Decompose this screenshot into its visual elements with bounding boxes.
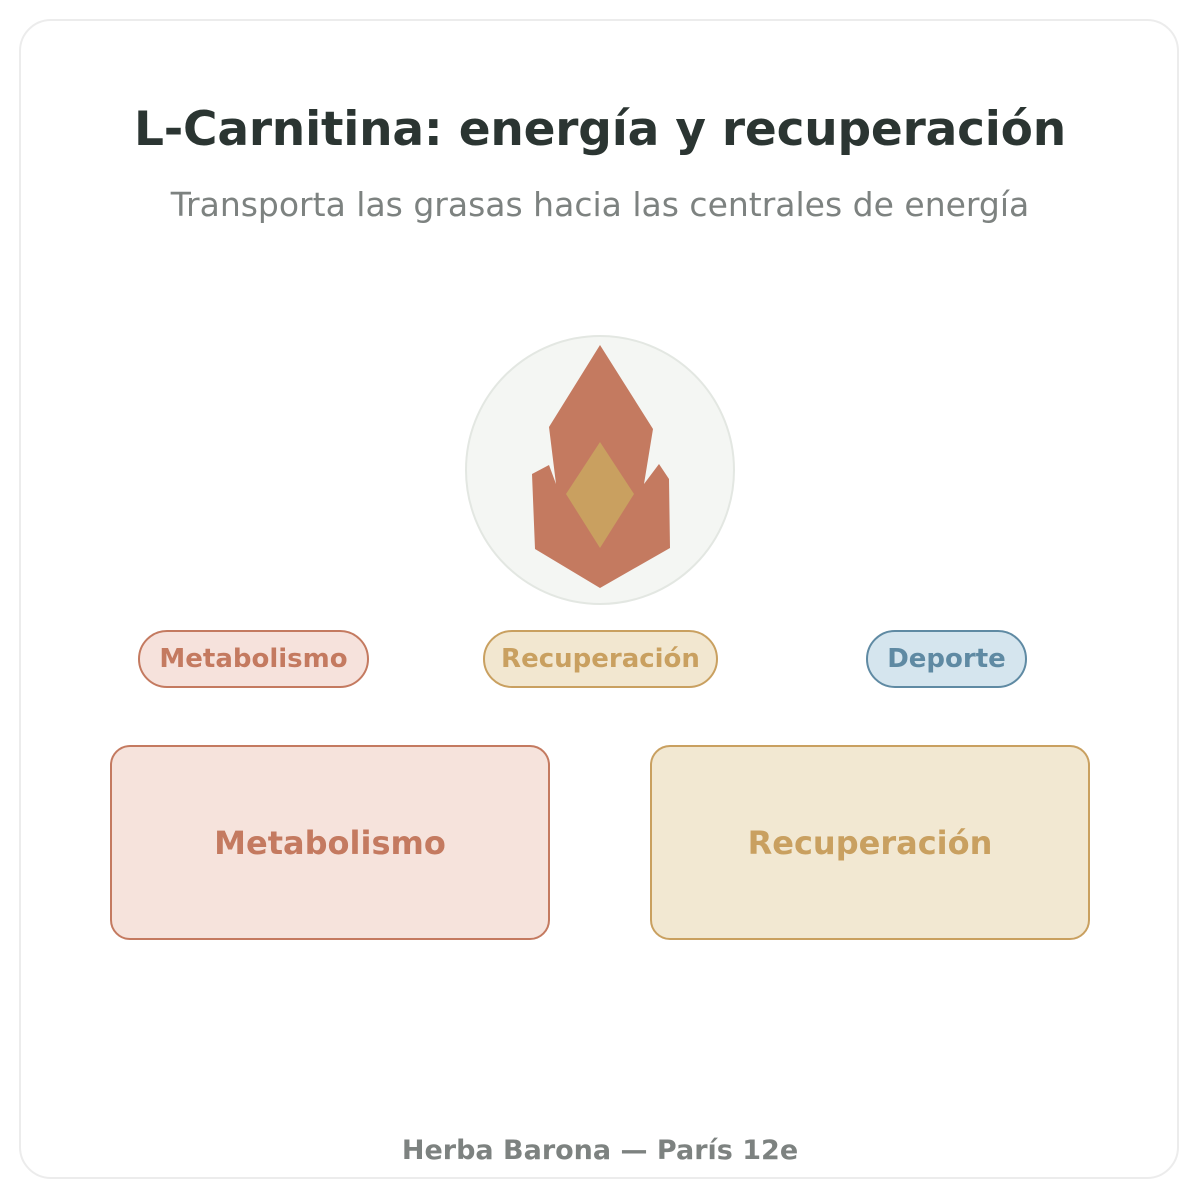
panel-recuperacion: Recuperación [650,745,1090,940]
panel-metabolismo: Metabolismo [110,745,550,940]
tag-recuperacion: Recuperación [483,630,718,688]
footer-credit: Herba Barona — París 12e [401,1135,799,1166]
page-subtitle: Transporta las grasas hacia las centrale… [170,185,1030,224]
page-title: L-Carnitina: energía y recuperación [133,102,1067,157]
flame-icon [465,335,735,605]
tag-deporte: Deporte [866,630,1027,688]
tag-metabolismo: Metabolismo [138,630,369,688]
flame-core [566,442,634,548]
